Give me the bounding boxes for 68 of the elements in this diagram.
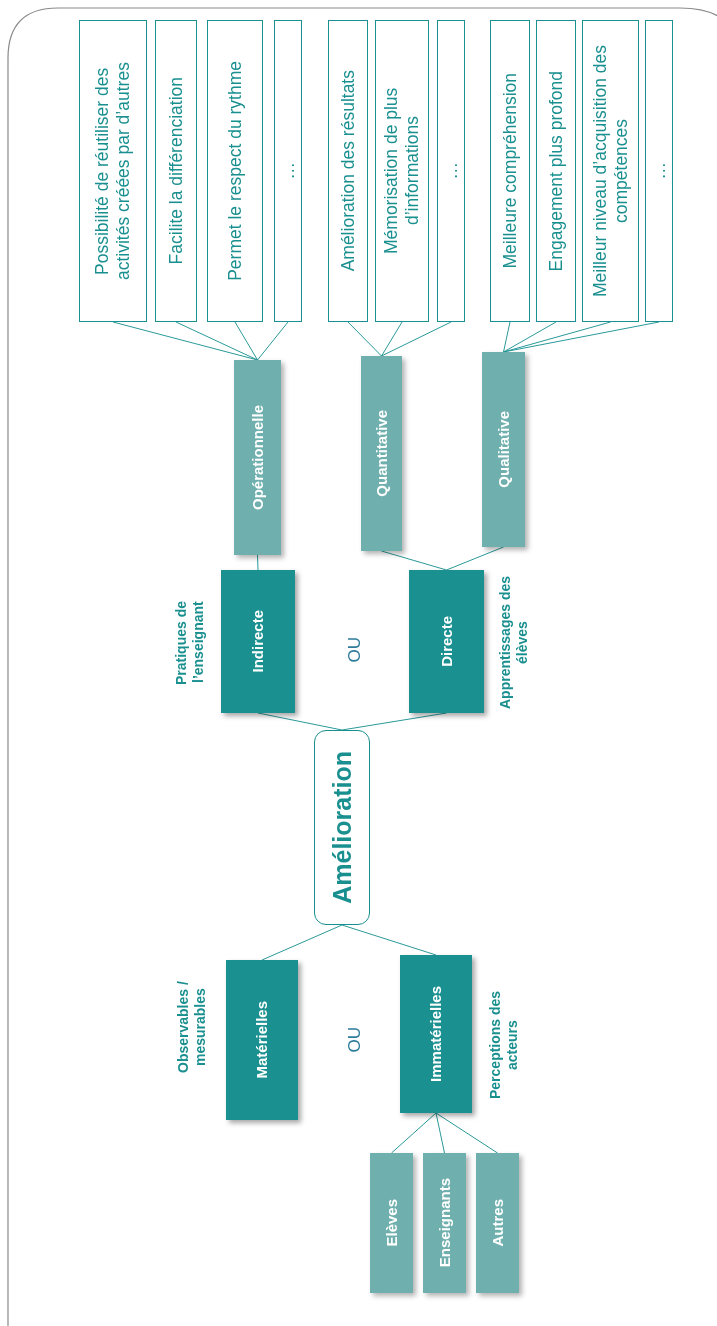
box-label: Matérielles xyxy=(253,1001,271,1079)
box-label: Possibilité de réutiliser des activités créées par d’autres xyxy=(92,61,134,282)
connector-line xyxy=(347,321,382,357)
item-box xyxy=(490,20,530,322)
item-box xyxy=(79,20,147,322)
box-label: Immatérielles xyxy=(427,986,445,1082)
category-box xyxy=(221,570,295,713)
subcategory-box xyxy=(482,352,525,547)
connector-line xyxy=(257,554,259,571)
box-label: Meilleure compréhension xyxy=(499,73,521,269)
item-box xyxy=(582,20,639,322)
annotation-text: Perceptions des acteurs xyxy=(487,989,521,1102)
connector-line xyxy=(503,321,557,353)
box-label: Autres xyxy=(488,1199,507,1247)
connector-line xyxy=(435,1112,498,1154)
box-label: Enseignants xyxy=(435,1178,454,1268)
annotation-text: Observables / mesurables xyxy=(175,980,209,1076)
box-label: … xyxy=(277,162,299,180)
box-label: … xyxy=(648,162,670,180)
connector-line xyxy=(112,321,258,361)
box-label: … xyxy=(440,162,462,180)
connector-word: OU xyxy=(344,1027,365,1053)
connector-line xyxy=(234,321,258,361)
subcategory-box xyxy=(423,1153,466,1293)
box-label: Amélioration xyxy=(327,751,357,904)
box-label: Elèves xyxy=(382,1199,401,1247)
box-label: Permet le respect du rythme xyxy=(224,61,246,281)
topic-box xyxy=(314,730,370,925)
connector-line xyxy=(261,924,343,961)
category-box xyxy=(400,955,472,1113)
box-label: Mémorisation de plus d’informations xyxy=(381,86,423,257)
item-box xyxy=(274,20,302,322)
box-label: Facilite la différenciation xyxy=(165,77,187,265)
connector-line xyxy=(503,321,611,353)
box-label: Opérationnelle xyxy=(248,405,267,510)
category-box xyxy=(409,570,484,713)
category-box xyxy=(226,960,298,1120)
connector-word: OU xyxy=(344,637,365,663)
box-label: Indirecte xyxy=(249,610,267,673)
item-box xyxy=(207,20,263,322)
item-box xyxy=(536,20,576,322)
box-label: Engagement plus profond xyxy=(545,70,567,272)
connector-line xyxy=(446,546,504,571)
connector-line xyxy=(381,321,403,357)
box-label: Meilleur niveau d’acquisition des compétences xyxy=(589,44,632,299)
box-label: Directe xyxy=(437,616,456,667)
subcategory-box xyxy=(234,360,281,555)
item-box xyxy=(645,20,673,322)
box-label: Quantitative xyxy=(372,410,391,497)
connector-line xyxy=(341,924,437,956)
item-box xyxy=(155,20,197,322)
subcategory-box xyxy=(361,356,402,551)
connector-line xyxy=(381,321,452,357)
item-box xyxy=(328,20,368,322)
annotation-text: Pratiques de l’enseignant xyxy=(173,599,207,687)
item-box xyxy=(375,20,429,322)
connector-line xyxy=(381,550,447,571)
connector-line xyxy=(257,321,289,361)
subcategory-box xyxy=(476,1153,519,1293)
connector-line xyxy=(435,1112,445,1154)
connector-line xyxy=(175,321,258,361)
annotation-text: Apprentissages des élèves xyxy=(497,574,531,712)
connector-line xyxy=(503,321,511,353)
box-label: Amélioration des résultats xyxy=(337,70,359,272)
box-label: Qualitative xyxy=(494,411,513,488)
item-box xyxy=(437,20,465,322)
connector-line xyxy=(391,1112,437,1154)
subcategory-box xyxy=(370,1153,413,1293)
